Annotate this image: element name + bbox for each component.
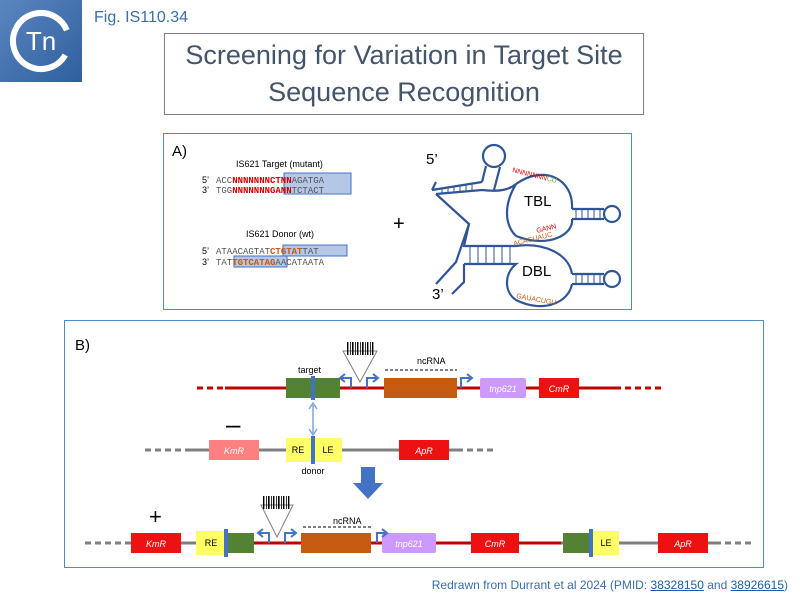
target-site-marker <box>311 376 315 400</box>
re-label-2: RE <box>205 538 218 548</box>
donor-site-marker <box>311 436 315 464</box>
logo-text: Tn <box>26 26 56 56</box>
promoter-arrowhead-right-2 <box>290 528 298 538</box>
target-half-box-3 <box>563 533 591 553</box>
ncrna-label-2: ncRNA <box>333 516 362 526</box>
ncrna-box-1 <box>384 378 457 398</box>
minus-sign: – <box>226 409 241 439</box>
promoter-arrow-left-2 <box>259 532 270 543</box>
apr-label-1: ApR <box>414 446 433 456</box>
barcode-icon-1 <box>347 342 374 355</box>
barcode-icon-2 <box>263 496 290 509</box>
tnp621-box-2 <box>382 533 436 553</box>
credit-and: and <box>703 578 731 592</box>
dbl-label: DBL <box>522 263 551 280</box>
target-bottom-strand: TGGNNNNNNNGANNTCTACT <box>216 186 325 196</box>
promoter-arrowhead-right-1 <box>372 373 380 383</box>
promoter-arrowhead-left-1 <box>338 373 346 383</box>
tnp621-box-1 <box>480 378 526 398</box>
barcode-callout-2 <box>260 504 294 539</box>
rna-base-pairs <box>441 184 601 283</box>
tnp621-label-1: tnp621 <box>489 384 517 394</box>
donor-top-strand: ATAACAGTATCTGTATTAT <box>216 247 319 257</box>
bridge-rna-structure: 5’ 3’ <box>426 143 622 308</box>
title-line-1: Screening for Variation in Target Site <box>185 40 623 70</box>
le-label-2: LE <box>600 538 611 548</box>
ncrna-label-1: ncRNA <box>417 356 446 366</box>
apr-box-1 <box>399 440 449 460</box>
promoter-arrow-tnp-1 <box>460 377 471 388</box>
pairing-arrowhead-up <box>308 401 318 410</box>
target-bottom-prefix: 3’ <box>202 185 209 195</box>
re-box-2 <box>196 531 226 555</box>
promoter-arrow-tnp-2 <box>376 532 385 543</box>
tnp621-label-2: tnp621 <box>395 539 423 549</box>
panel-b-diagram: B) target tnp621 CmR ncRNA <box>75 337 755 557</box>
title-line-2: Sequence Recognition <box>268 77 540 107</box>
donor-title: IS621 Donor (wt) <box>246 229 314 239</box>
panel-b-label: B) <box>75 337 90 354</box>
promoter-arrowhead-left-2 <box>256 528 264 538</box>
ncrna-box-2 <box>301 533 371 553</box>
cmr-box-1 <box>539 378 579 398</box>
kmr-box-1 <box>209 440 259 460</box>
target-top-strand: ACCNNNNNNNCTNNAGATGA <box>216 176 325 186</box>
re-label-1: RE <box>292 445 305 455</box>
promoter-arrowhead-tnp-2 <box>381 528 389 538</box>
kmr-box-2 <box>131 533 181 553</box>
pairing-arrowhead-down <box>308 428 318 437</box>
pmid-link-1[interactable]: 38328150 <box>650 578 704 592</box>
promoter-arrow-right-2 <box>284 532 295 543</box>
reaction-arrow <box>353 467 383 499</box>
kmr-label-2: KmR <box>146 539 167 549</box>
apr-box-2 <box>658 533 708 553</box>
le-box-2 <box>593 531 619 555</box>
page-title: Screening for Variation in Target Site S… <box>184 37 624 111</box>
pmid-link-2[interactable]: 38926615 <box>730 578 784 592</box>
plus-sign-b: + <box>149 504 162 529</box>
donor-bottom-prefix: 3’ <box>202 257 209 267</box>
panel-b: B) target tnp621 CmR ncRNA <box>64 320 764 568</box>
credit-suffix: ) <box>784 578 788 592</box>
rna-3-prime-label: 3’ <box>432 286 444 303</box>
product-site-marker-2 <box>589 529 593 557</box>
apr-label-2: ApR <box>673 539 692 549</box>
donor-bottom-strand: TATTGTCATAGAACATAATA <box>216 258 325 268</box>
dbl-bottom-loop-seq: GAUACUGU <box>516 293 557 307</box>
target-label: target <box>298 365 322 375</box>
le-label-1: LE <box>322 445 333 455</box>
tbl-bottom-loop-seq: GANN <box>536 223 557 235</box>
rna-5-prime-label: 5’ <box>426 151 438 168</box>
target-title: IS621 Target (mutant) <box>236 159 323 169</box>
plus-sign: + <box>393 213 405 235</box>
credit-prefix: Redrawn from Durrant et al 2024 (PMID: <box>431 578 651 592</box>
panel-a: A) IS621 Target (mutant) 5’ ACCNNNNNNNCT… <box>163 133 632 310</box>
donor-top-highlight <box>282 244 348 257</box>
promoter-arrow-left-1 <box>341 377 352 388</box>
donor-bottom-highlight <box>233 255 288 268</box>
figure-label: Fig. IS110.34 <box>94 9 188 26</box>
donor-label: donor <box>301 466 324 476</box>
cmr-label-1: CmR <box>549 384 570 394</box>
donor-top-prefix: 5’ <box>202 246 209 256</box>
tn-logo: Tn <box>0 0 82 82</box>
target-half-box-2 <box>226 533 254 553</box>
cmr-box-2 <box>471 533 519 553</box>
target-top-prefix: 5’ <box>202 175 209 185</box>
kmr-label-1: KmR <box>224 446 245 456</box>
product-site-marker-1 <box>224 529 228 557</box>
title-box: Screening for Variation in Target Site S… <box>164 33 644 115</box>
cmr-label-2: CmR <box>485 539 506 549</box>
source-credit: Redrawn from Durrant et al 2024 (PMID: 3… <box>432 578 788 592</box>
panel-a-diagram: A) IS621 Target (mutant) 5’ ACCNNNNNNNCT… <box>172 143 622 308</box>
tbl-label: TBL <box>524 193 552 210</box>
promoter-arrow-right-1 <box>366 377 377 388</box>
panel-a-label: A) <box>172 143 187 160</box>
target-highlight-box <box>283 172 352 195</box>
promoter-arrowhead-tnp-1 <box>466 373 474 383</box>
